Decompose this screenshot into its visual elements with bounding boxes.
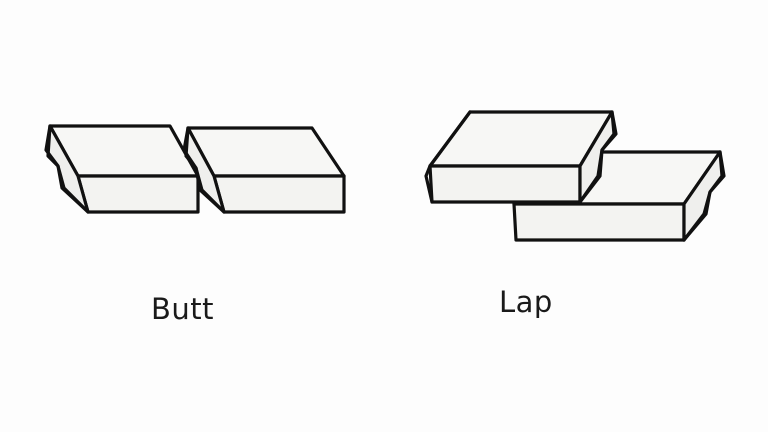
butt-left-plate — [44, 124, 200, 214]
lap-joint-figure — [424, 110, 726, 242]
butt-joint-figure — [44, 124, 346, 214]
lap-top-plate — [424, 110, 618, 204]
butt-joint-label: Butt — [151, 292, 215, 326]
lap-joint-label: Lap — [499, 285, 553, 319]
butt-right-plate — [182, 126, 346, 214]
